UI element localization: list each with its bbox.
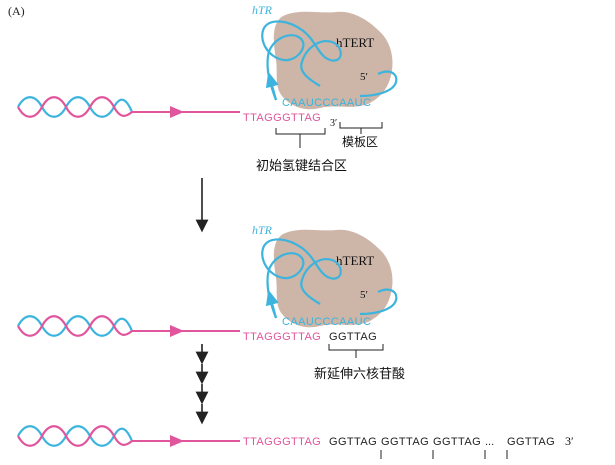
panel-1: hTERT hTR 5′ CAAUCCCAAUC TTAGGGTTAG 3′ 模… — [17, 3, 398, 173]
five-prime-label: 5′ — [360, 71, 368, 83]
repeat-last: GGTTAG — [507, 436, 555, 448]
five-prime-label-2: 5′ — [360, 289, 368, 301]
panel-2: hTERT hTR 5′ CAAUCCCAAUC TTAGGGTTAG GGTT… — [17, 223, 405, 381]
dna-double-helix-2 — [17, 315, 134, 337]
htr-rna — [261, 20, 398, 101]
repeat-3: GGTTAG — [433, 436, 481, 448]
new-hexamer-bracket — [328, 344, 384, 358]
protein-label-2: hTERT — [336, 253, 374, 268]
repeat-1: GGTTAG — [329, 436, 377, 448]
template-region-label: 模板区 — [342, 135, 378, 149]
protein-label: hTERT — [336, 35, 374, 50]
new-hexamer-sequence: GGTTAG — [329, 331, 377, 343]
template-sequence: CAAUCCCAAUC — [282, 97, 371, 109]
template-region-bracket — [339, 122, 383, 134]
panel-label: (A) — [8, 4, 25, 18]
htr-rna-2 — [261, 238, 398, 319]
template-sequence-2: CAAUCCCAAUC — [282, 316, 371, 328]
binding-region-label: 初始氢键结合区 — [256, 158, 347, 173]
repeat-ellipsis: ... — [485, 436, 494, 448]
three-prime-label-3: 3′ — [565, 434, 574, 448]
repeat-tick-marks — [380, 450, 508, 459]
dna-double-helix — [17, 96, 134, 118]
binding-region-bracket — [275, 128, 326, 148]
three-prime-label: 3′ — [330, 118, 337, 129]
dna-sequence: TTAGGGTTAG — [243, 112, 321, 124]
dna-sequence-3: TTAGGGTTAG — [243, 436, 321, 448]
rna-label: hTR — [252, 3, 273, 17]
dna-double-helix-3 — [17, 425, 134, 447]
repeat-2: GGTTAG — [381, 436, 429, 448]
dna-sequence-2: TTAGGGTTAG — [243, 331, 321, 343]
new-hexamer-label: 新延伸六核苷酸 — [314, 366, 405, 381]
rna-label-2: hTR — [252, 223, 273, 237]
panel-3: TTAGGGTTAG GGTTAG GGTTAG GGTTAG ... GGTT… — [17, 425, 574, 459]
